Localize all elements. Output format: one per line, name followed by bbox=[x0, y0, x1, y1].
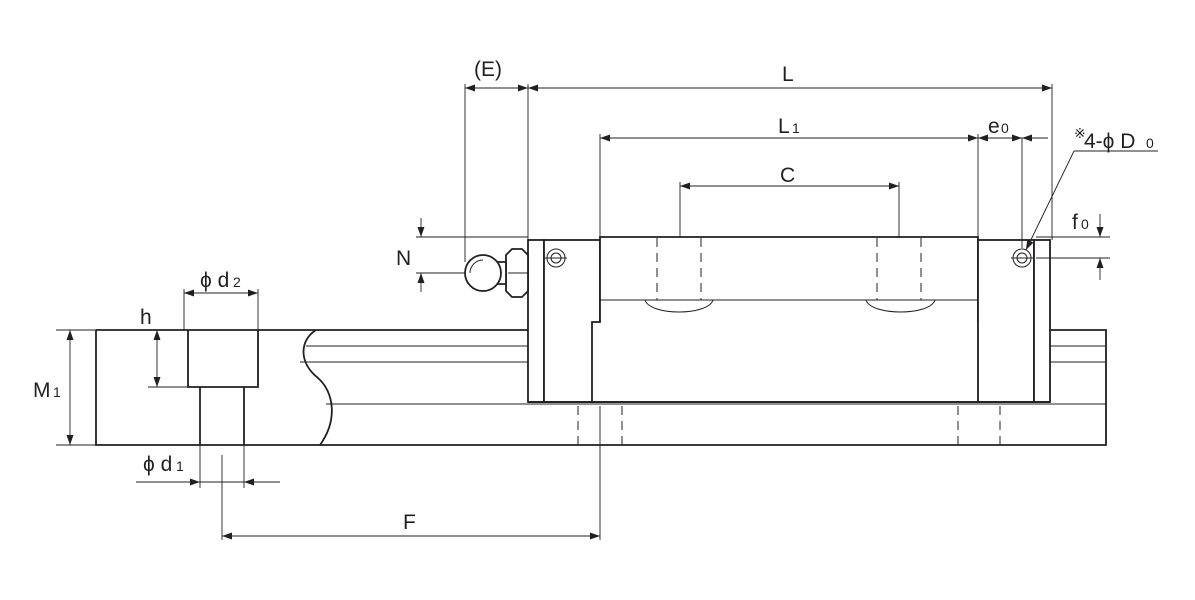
svg-text:0: 0 bbox=[1081, 216, 1089, 232]
label-L: L bbox=[782, 63, 794, 86]
svg-text:1: 1 bbox=[53, 384, 61, 400]
label-M1: M 1 bbox=[33, 379, 61, 402]
label-d1: ϕ d 1 bbox=[143, 453, 184, 476]
svg-text:f: f bbox=[1072, 211, 1078, 234]
lube-hole-right bbox=[1011, 248, 1033, 268]
svg-text:L: L bbox=[778, 115, 790, 138]
svg-text:0: 0 bbox=[1146, 135, 1154, 151]
lube-hole-left bbox=[545, 248, 567, 268]
svg-text:ϕ d: ϕ d bbox=[143, 453, 172, 476]
label-N: N bbox=[396, 247, 411, 270]
svg-text:ϕ d: ϕ d bbox=[200, 269, 229, 292]
label-F: F bbox=[403, 511, 416, 534]
label-d2: ϕ d 2 bbox=[200, 269, 241, 292]
svg-text:e: e bbox=[988, 115, 1000, 138]
label-C: C bbox=[780, 164, 795, 187]
svg-text:※: ※ bbox=[1074, 125, 1086, 141]
svg-text:M: M bbox=[33, 379, 51, 402]
extension-lines bbox=[56, 84, 1110, 540]
rail bbox=[95, 329, 1107, 446]
rail-mounting-hole bbox=[187, 330, 259, 445]
label-D0: ※ 4-ϕ D 0 bbox=[1074, 125, 1154, 153]
leader-D0 bbox=[1025, 150, 1158, 251]
svg-text:4-ϕ D: 4-ϕ D bbox=[1084, 130, 1135, 153]
label-e0: e 0 bbox=[988, 115, 1009, 138]
carriage-hidden-holes bbox=[656, 238, 922, 300]
grease-nipple bbox=[464, 248, 529, 298]
carriage-block bbox=[527, 236, 1051, 403]
rail-hidden-holes bbox=[577, 406, 1001, 445]
label-f0: f 0 bbox=[1072, 211, 1089, 234]
label-h: h bbox=[140, 306, 152, 329]
svg-text:0: 0 bbox=[1001, 120, 1009, 136]
svg-text:2: 2 bbox=[233, 274, 241, 290]
svg-text:1: 1 bbox=[176, 458, 184, 474]
label-L1: L 1 bbox=[778, 115, 800, 138]
label-E: (E) bbox=[474, 58, 502, 81]
svg-text:1: 1 bbox=[792, 120, 800, 136]
